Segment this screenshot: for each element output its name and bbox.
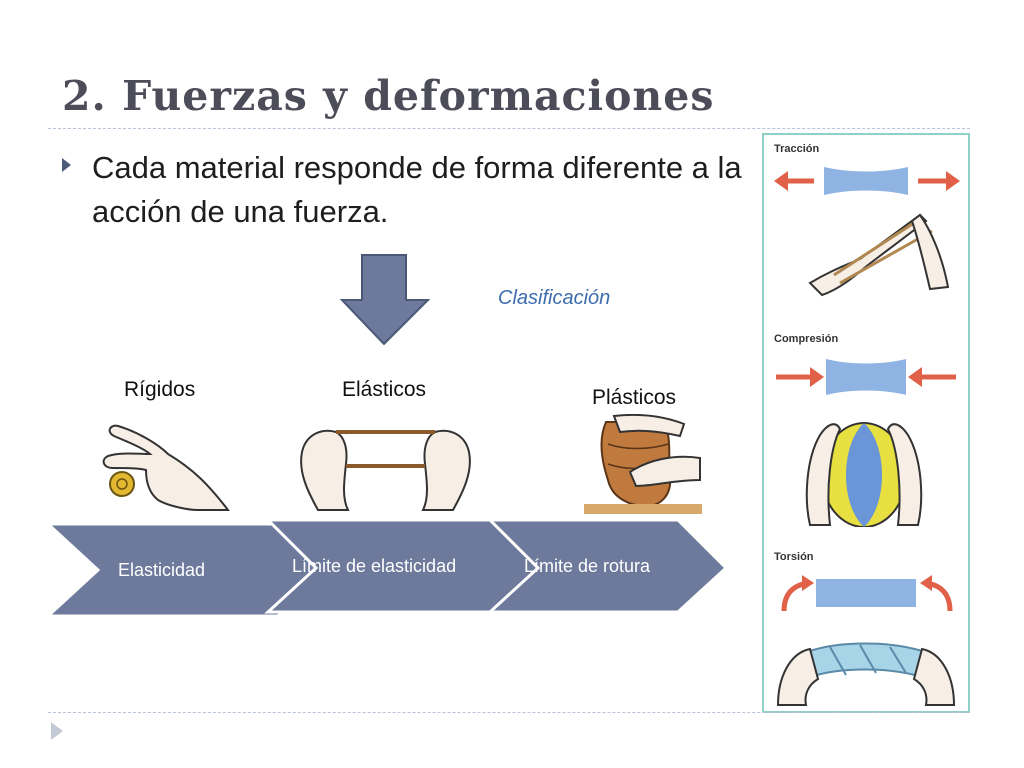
- process-flow: [46, 518, 728, 618]
- bullet-text: Cada material responde de forma diferent…: [92, 150, 742, 229]
- slide-title: 2. Fuerzas y deformaciones: [62, 72, 715, 120]
- label-compression: Compresión: [774, 333, 839, 345]
- compression-illustration: [776, 359, 956, 527]
- top-divider: [48, 128, 970, 129]
- deformation-panel: Tracción Compresión Torsión: [762, 133, 970, 713]
- category-plastic: Plásticos: [592, 386, 677, 409]
- step-rupture-limit: Límite de rotura: [524, 556, 651, 576]
- hand-coin-illustration: [102, 424, 231, 511]
- category-rigid: Rígidos: [124, 378, 196, 401]
- classification-label: Clasificación: [498, 287, 611, 309]
- label-torsion: Torsión: [774, 551, 814, 563]
- bottom-divider: [48, 712, 970, 713]
- corner-arrow-icon: [51, 722, 63, 740]
- label-traction: Tracción: [774, 143, 820, 155]
- torsion-illustration: [776, 575, 956, 706]
- step-elasticity: Elasticidad: [118, 560, 206, 580]
- hands-band-illustration: [300, 429, 471, 511]
- category-elastic: Elásticos: [342, 378, 427, 401]
- bullet-arrow-icon: [62, 158, 71, 172]
- traction-illustration: [774, 167, 960, 297]
- down-arrow-icon: [340, 254, 430, 346]
- pottery-illustration: [584, 414, 702, 514]
- step-elastic-limit: Límite de elasticidad: [292, 556, 457, 576]
